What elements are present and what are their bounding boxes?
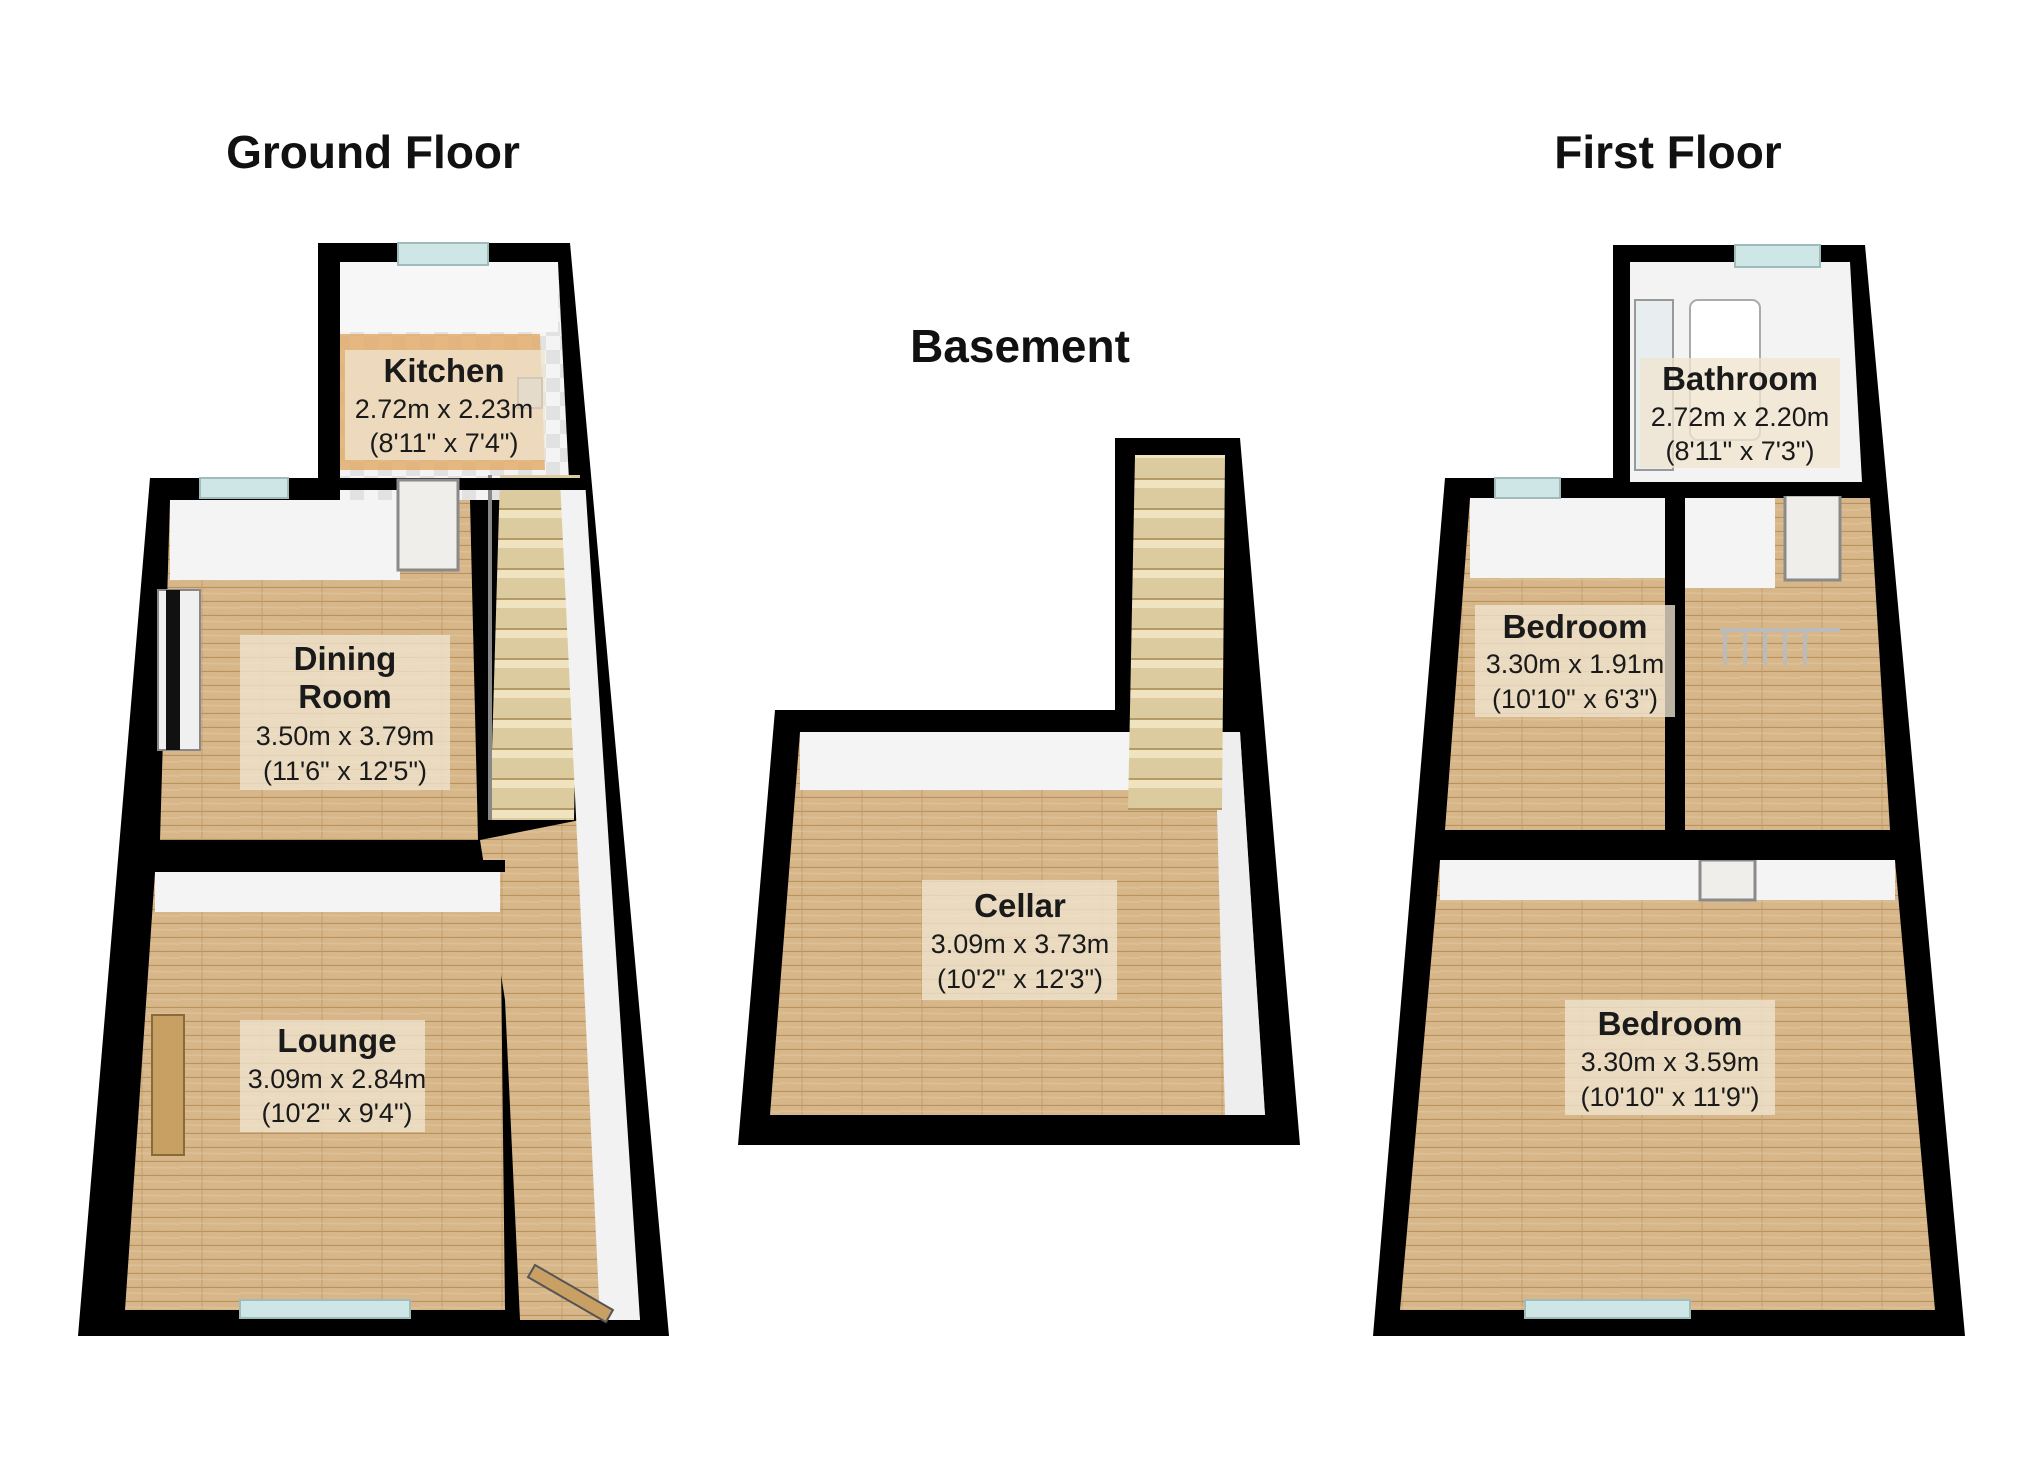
dining-imperial: (11'6" x 12'5") <box>263 756 427 786</box>
ground-floor-plan: Ground Floor <box>78 126 669 1336</box>
bathroom-door <box>1783 493 1842 582</box>
kitchen-metric: 2.72m x 2.23m <box>355 394 534 424</box>
first-floor-plan: First Floor <box>1373 126 1965 1336</box>
lounge-label: Lounge 3.09m x 2.84m (10'2" x 9'4") <box>240 1020 426 1132</box>
basement-stairs <box>1128 455 1225 810</box>
bathroom-metric: 2.72m x 2.20m <box>1651 402 1830 432</box>
dining-name-line2: Room <box>298 678 392 715</box>
kitchen-window <box>397 242 489 266</box>
cellar-name: Cellar <box>974 887 1066 924</box>
dining-metric: 3.50m x 3.79m <box>256 721 435 751</box>
cellar-metric: 3.09m x 3.73m <box>931 929 1110 959</box>
bedroom-door <box>1698 858 1757 902</box>
basement-plan: Basement Cellar 3.09m x 3.73m (10'2" x 1… <box>738 320 1300 1145</box>
bathroom-window <box>1734 244 1821 268</box>
small-bedroom-metric: 3.30m x 1.91m <box>1486 649 1665 679</box>
banister <box>1720 628 1840 665</box>
ground-floor-title: Ground Floor <box>226 126 520 178</box>
lounge-window <box>239 1299 411 1319</box>
bathroom-imperial: (8'11" x 7'3") <box>1665 436 1814 466</box>
small-bedroom-window <box>1494 477 1561 499</box>
dining-room-label: Dining Room 3.50m x 3.79m (11'6" x 12'5"… <box>240 635 450 790</box>
large-bedroom-metric: 3.30m x 3.59m <box>1581 1047 1760 1077</box>
bathroom-name: Bathroom <box>1662 360 1818 397</box>
ground-floor-stairs <box>490 475 580 820</box>
ground-interior-wall <box>150 860 505 872</box>
lounge-name: Lounge <box>277 1022 396 1059</box>
small-bedroom-name: Bedroom <box>1503 608 1648 645</box>
large-bedroom-window <box>1524 1299 1691 1319</box>
cellar-imperial: (10'2" x 12'3") <box>937 964 1103 994</box>
large-bedroom-imperial: (10'10" x 11'9") <box>1580 1082 1759 1112</box>
lounge-metric: 3.09m x 2.84m <box>248 1064 427 1094</box>
kitchen-label: Kitchen 2.72m x 2.23m (8'11" x 7'4") <box>345 350 545 460</box>
bathroom-label: Bathroom 2.72m x 2.20m (8'11" x 7'3") <box>1640 358 1840 468</box>
small-bedroom-imperial: (10'10" x 6'3") <box>1492 684 1658 714</box>
large-bedroom-name: Bedroom <box>1598 1005 1743 1042</box>
first-floor-title: First Floor <box>1554 126 1782 178</box>
large-bedroom-label: Bedroom 3.30m x 3.59m (10'10" x 11'9") <box>1565 1000 1775 1115</box>
cellar-label: Cellar 3.09m x 3.73m (10'2" x 12'3") <box>922 880 1117 1000</box>
dining-window <box>199 477 289 499</box>
dining-name-line1: Dining <box>294 640 397 677</box>
kitchen-door <box>396 478 460 572</box>
small-bedroom-label: Bedroom 3.30m x 1.91m (10'10" x 6'3") <box>1475 605 1675 717</box>
basement-title: Basement <box>910 320 1130 372</box>
lounge-fireplace <box>151 1014 185 1156</box>
front-door <box>526 1263 615 1324</box>
first-interior-wall <box>1440 845 1895 860</box>
kitchen-imperial: (8'11" x 7'4") <box>369 428 518 458</box>
lounge-imperial: (10'2" x 9'4") <box>261 1098 412 1128</box>
kitchen-name: Kitchen <box>383 352 504 389</box>
